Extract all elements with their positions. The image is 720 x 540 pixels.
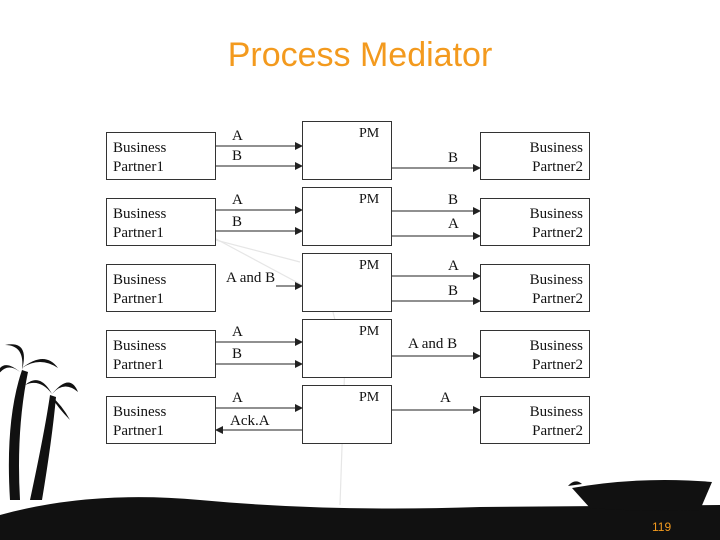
row1-left-top-label: A (232, 128, 243, 144)
partner1-line1: Business (113, 206, 167, 222)
row5-left-bottom-label: Ack.A (230, 413, 270, 429)
row2-left-bottom-label: B (232, 214, 243, 230)
partner2-line1: Business (529, 140, 583, 156)
partner1-line1: Business (113, 272, 167, 288)
partner2-line2: Partner2 (532, 225, 583, 241)
pm-box-row2: PM (302, 187, 392, 246)
partner2-line2: Partner2 (532, 357, 583, 373)
partner2-line2: Partner2 (532, 159, 583, 175)
partner1-line2: Partner1 (113, 357, 164, 373)
slide-title: Process Mediator (227, 36, 493, 74)
partner1-line2: Partner1 (113, 291, 164, 307)
partner1-line2: Partner1 (113, 423, 164, 439)
partner2-line1: Business (529, 338, 583, 354)
partner2-line1: Business (529, 404, 583, 420)
row2-right-bottom-label: A (448, 216, 459, 232)
row2-left-top-label: A (232, 192, 243, 208)
partner2-line2: Partner2 (532, 291, 583, 307)
partner1-line2: Partner1 (113, 159, 164, 175)
row3-left-label: A and B (226, 270, 276, 286)
partner2-line2: Partner2 (532, 423, 583, 439)
partner1-line2: Partner1 (113, 225, 164, 241)
pm-box-row5: PM (302, 385, 392, 444)
pm-label: PM (359, 192, 380, 207)
row3-right-top-label: A (448, 258, 459, 274)
row5-right-top-label: A (440, 390, 451, 406)
pm-box-row3: PM (302, 253, 392, 312)
pm-label: PM (359, 126, 380, 141)
pm-label: PM (359, 258, 380, 273)
row1-left-bottom-label: B (232, 148, 243, 164)
row4-right-label: A and B (408, 336, 458, 352)
pm-box-row1: PM (302, 121, 392, 180)
row1-right-bottom-label: B (448, 150, 459, 166)
pm-label: PM (359, 390, 380, 405)
partner1-line1: Business (113, 338, 167, 354)
partner1-line1: Business (113, 140, 167, 156)
row3-right-bottom-label: B (448, 283, 459, 299)
pm-label: PM (359, 324, 380, 339)
row5-left-top-label: A (232, 390, 243, 406)
pm-box-row4: PM (302, 319, 392, 378)
page-number: 119 (652, 520, 672, 534)
row2-right-top-label: B (448, 192, 459, 208)
row4-left-top-label: A (232, 324, 243, 340)
partner2-line1: Business (529, 272, 583, 288)
partner1-line1: Business (113, 404, 167, 420)
partner2-line1: Business (529, 206, 583, 222)
row4-left-bottom-label: B (232, 346, 243, 362)
